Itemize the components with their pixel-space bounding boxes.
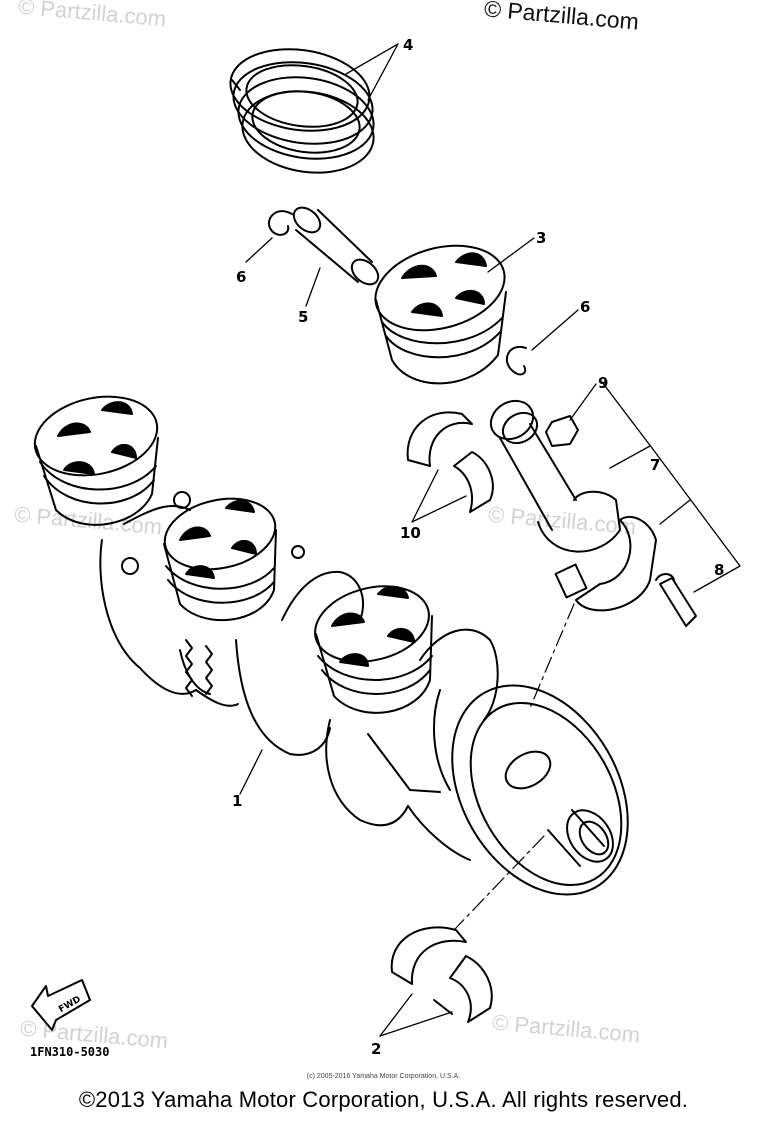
callout-1: 1 xyxy=(232,792,242,810)
callout-leaders xyxy=(239,43,579,1037)
callout-5: 5 xyxy=(298,308,308,326)
small-copyright: (c) 2005-2016 Yamaha Motor Corporation, … xyxy=(306,1073,461,1080)
piston-rings-part xyxy=(229,48,375,174)
callout-6-right: 6 xyxy=(580,298,590,316)
circlip-left-part xyxy=(267,210,293,236)
piston-assembly-right xyxy=(314,585,433,714)
callout-leader xyxy=(569,383,597,421)
callout-6-left: 6 xyxy=(236,268,246,286)
piston-assembly-left xyxy=(33,395,159,526)
piston-part xyxy=(374,244,507,385)
conrod-bearing-part xyxy=(406,411,494,513)
alignment-line xyxy=(529,603,575,709)
callout-2: 2 xyxy=(371,1040,381,1058)
circlip-right-part xyxy=(505,345,527,376)
callout-bracket xyxy=(601,381,741,593)
fwd-arrow-icon xyxy=(31,979,91,1031)
footer-copyright: ©2013 Yamaha Motor Corporation, U.S.A. A… xyxy=(78,1087,689,1112)
alignment-line xyxy=(453,835,545,931)
piston-pin-part xyxy=(292,206,380,286)
callout-3: 3 xyxy=(536,229,546,247)
crankshaft-part xyxy=(99,491,629,896)
main-bearing-part xyxy=(390,926,493,1023)
callout-7: 7 xyxy=(650,456,660,474)
callout-8: 8 xyxy=(714,561,724,579)
conrod-bolt-part xyxy=(655,573,697,627)
callout-10: 10 xyxy=(400,524,421,542)
callout-9: 9 xyxy=(598,374,608,392)
nut-part xyxy=(545,415,579,447)
diagram-code: 1FN310-5030 xyxy=(30,1045,110,1059)
connecting-rod-part xyxy=(489,399,657,612)
piston-assembly-middle xyxy=(163,497,277,622)
callout-4: 4 xyxy=(403,36,413,54)
